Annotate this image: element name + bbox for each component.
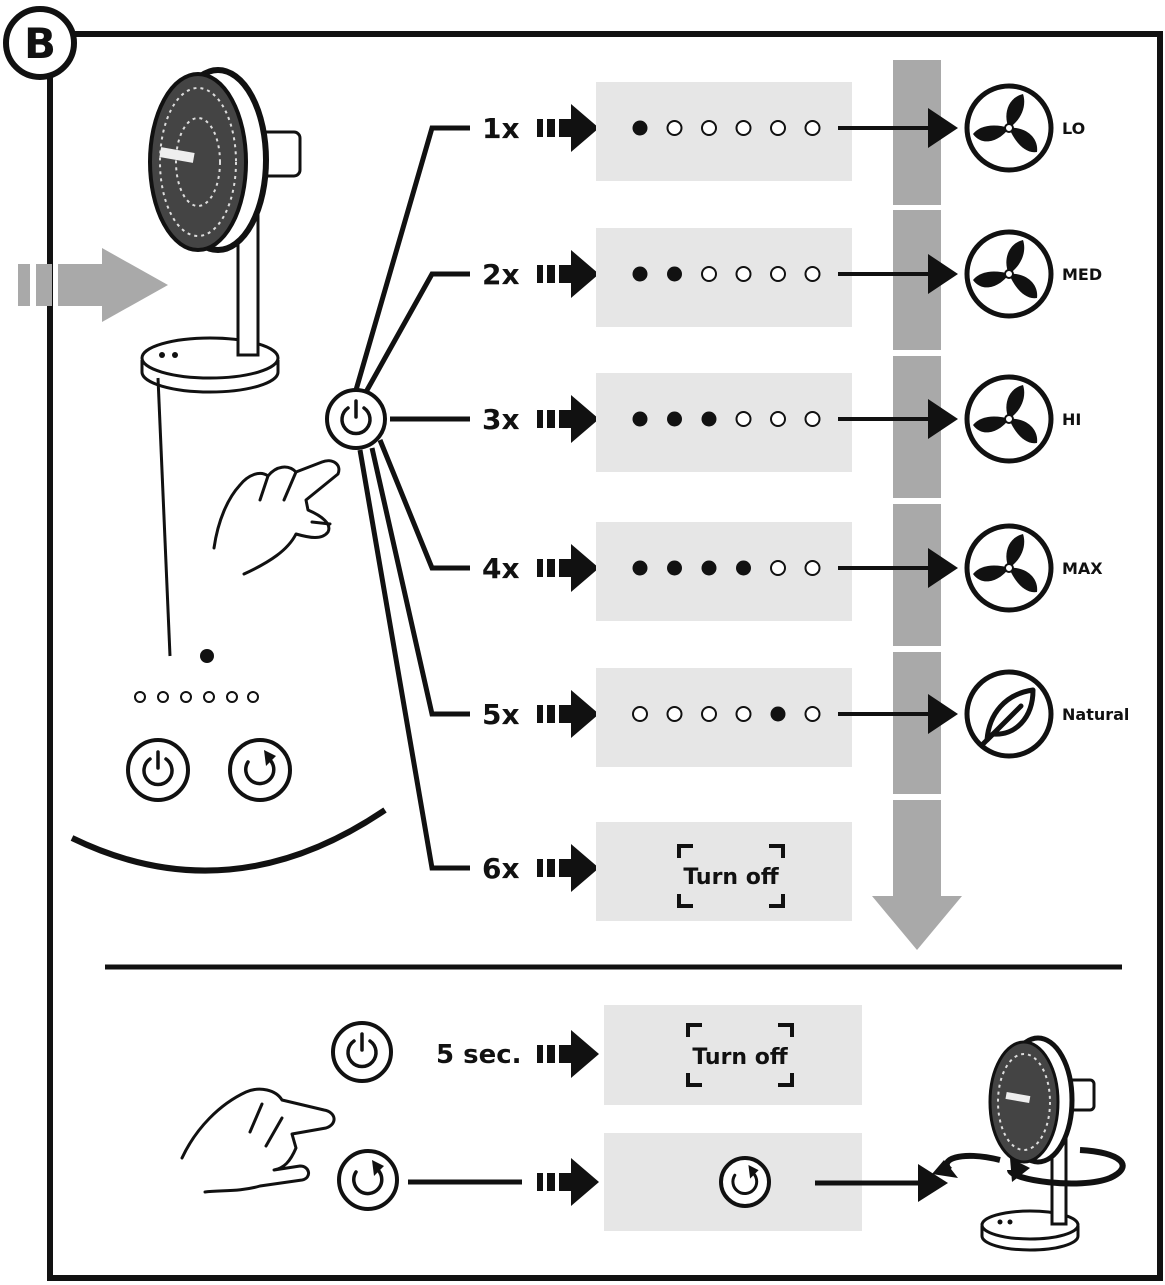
control-panel (70, 649, 387, 874)
dash-arrow-icon (537, 844, 599, 892)
mode-arrow-head (928, 254, 958, 294)
turnoff-label: Turn off (683, 865, 780, 890)
oscillate-button-icon (337, 1149, 399, 1211)
indicator-dot (666, 120, 683, 136)
indicator-dot (667, 560, 682, 576)
press-count-label: 3x (482, 403, 520, 436)
display-panel (596, 822, 852, 921)
indicator-dot (804, 706, 821, 722)
dash-arrow-icon (537, 104, 599, 152)
outer-frame (47, 31, 1163, 1281)
indicator-dot (770, 560, 786, 576)
indicator-dot (770, 706, 786, 722)
hold-duration-label: 5 sec. (436, 1040, 522, 1070)
press-count-label: 2x (482, 258, 520, 291)
panel-oscillate-icon (228, 738, 292, 802)
oscillating-fan-icon (932, 1035, 1126, 1252)
mode-label: HI (1062, 410, 1081, 429)
section-badge: B (3, 6, 77, 80)
indicator-dot (804, 120, 821, 136)
press-count-label: 5x (482, 698, 520, 731)
indicator-dot (701, 120, 717, 136)
fan-icon (967, 232, 1051, 316)
hold-power-row: 5 sec. Turn off (331, 1005, 862, 1105)
indicator-dot (770, 120, 786, 136)
connector-lines (353, 125, 470, 871)
fan-icon (967, 86, 1051, 170)
mode-arrow-head (928, 694, 958, 734)
fan-icon (967, 526, 1051, 610)
indicator-dot (632, 560, 648, 576)
mode-row: 6x Turn off (482, 822, 852, 921)
mode-row: 1x LO (482, 82, 1085, 181)
indicator-dot (770, 411, 786, 427)
mode-arrow-head (928, 108, 958, 148)
hand-pointer-bottom-icon (180, 1087, 336, 1194)
mode-label: Natural (1062, 705, 1129, 724)
fan-icon (967, 377, 1051, 461)
indicator-dot (666, 706, 683, 722)
panel-power-icon (126, 738, 190, 802)
mode-rows: 1x LO 2x MED 3x HI 4x MAX 5x Natural 6x Turn off (482, 82, 1129, 921)
dash-arrow-icon (537, 544, 599, 592)
indicator-dot (667, 411, 682, 427)
indicator-dot (632, 266, 648, 282)
badge-label: B (24, 19, 56, 68)
hold-power-icon (331, 1021, 393, 1083)
press-count-label: 6x (482, 852, 520, 885)
indicator-dot (667, 266, 682, 282)
indicator-dot (701, 266, 717, 282)
mode-row: 5x Natural (482, 668, 1129, 767)
oscillate-panel-icon (719, 1156, 771, 1208)
mode-label: LO (1062, 119, 1085, 138)
mode-arrow-head (928, 548, 958, 588)
panel-indicator-dots (134, 691, 259, 703)
hold-turnoff-panel (604, 1005, 862, 1105)
indicator-dot (735, 706, 752, 722)
dash-arrow-icon (537, 250, 599, 298)
mode-label: MED (1062, 265, 1102, 284)
mode-row: 2x MED (482, 228, 1102, 327)
press-count-label: 1x (482, 112, 520, 145)
mode-row: 3x HI (482, 373, 1081, 472)
hold-turnoff-label: Turn off (692, 1045, 789, 1070)
indicator-dot (701, 560, 717, 576)
mode-label: MAX (1062, 559, 1103, 578)
dash-arrow-icon (537, 690, 599, 738)
indicator-dot (632, 120, 648, 136)
mode-row: 4x MAX (482, 522, 1103, 621)
mode-arrow-head (928, 399, 958, 439)
indicator-dot (804, 560, 821, 576)
indicator-dot (632, 411, 648, 427)
indicator-dot (735, 266, 752, 282)
indicator-dot (735, 411, 752, 427)
indicator-dot (736, 560, 751, 576)
indicator-dot (632, 706, 648, 722)
hand-pointer-icon (212, 459, 341, 576)
indicator-dot (735, 120, 752, 136)
progression-arrow (872, 60, 962, 950)
indicator-dot (701, 706, 717, 722)
desk-fan-icon (140, 67, 302, 394)
status-led (200, 649, 214, 663)
direction-arrow (18, 248, 168, 322)
indicator-dot (804, 266, 821, 282)
power-button-center (325, 388, 387, 450)
leaf-icon (967, 672, 1051, 756)
indicator-dot (701, 411, 717, 427)
indicator-dot (770, 266, 786, 282)
leader-line (156, 377, 172, 657)
oscillate-row (337, 1133, 948, 1231)
dash-arrow-icon (537, 395, 599, 443)
indicator-dot (804, 411, 821, 427)
press-count-label: 4x (482, 552, 520, 585)
